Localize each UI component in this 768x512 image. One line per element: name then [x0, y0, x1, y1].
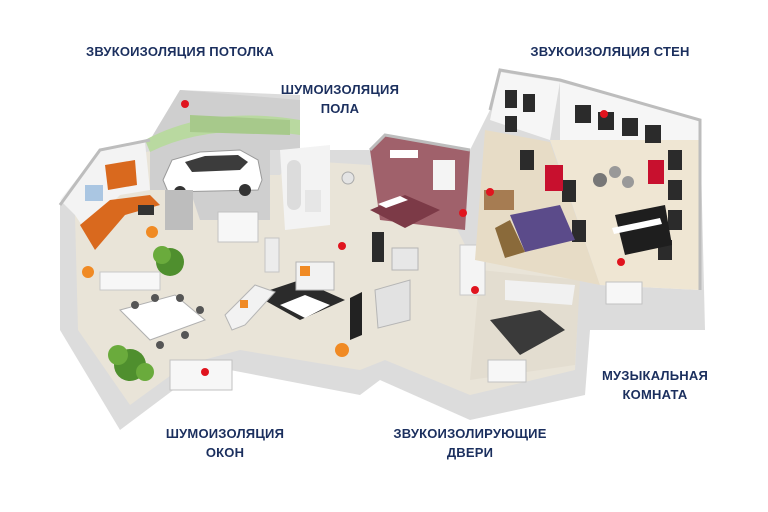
label-walls-line-1: ЗВУКОИЗОЛЯЦИЯ СТЕН: [530, 44, 690, 59]
marker-ceiling: [181, 100, 189, 108]
label-floor-line-1: ШУМОИЗОЛЯЦИЯ: [280, 82, 400, 97]
drum-kit-icon: [593, 166, 634, 188]
marker-bedroom: [459, 209, 467, 217]
insulation-markers: [181, 100, 625, 376]
label-doors-line-1: ЗВУКОИЗОЛИРУЮЩИЕ: [393, 426, 547, 441]
label-doors-line-2: ДВЕРИ: [446, 445, 494, 460]
label-music-room: МУЗЫКАЛЬНАЯ КОМНАТА: [590, 366, 720, 404]
label-ceiling-insulation: ЗВУКОИЗОЛЯЦИЯ ПОТОЛКА: [80, 42, 280, 61]
second-bedroom: [459, 244, 580, 380]
label-windows-insulation: ШУМОИЗОЛЯЦИЯ ОКОН: [155, 424, 295, 462]
label-windows-line-2: ОКОН: [205, 445, 245, 460]
label-floor-insulation: ШУМОИЗОЛЯЦИЯ ПОЛА: [270, 80, 410, 118]
label-ceiling-line-1: ЗВУКОИЗОЛЯЦИЯ ПОТОЛКА: [85, 44, 275, 59]
piano-icon: [612, 205, 672, 255]
label-windows-line-1: ШУМОИЗОЛЯЦИЯ: [165, 426, 285, 441]
label-music-line-1: МУЗЫКАЛЬНАЯ: [601, 368, 709, 383]
marker-music-room: [617, 258, 625, 266]
dining-table-icon: [82, 226, 206, 349]
bed-icon: [370, 195, 440, 228]
marker-door: [471, 286, 479, 294]
label-walls-insulation: ЗВУКОИЗОЛЯЦИЯ СТЕН: [520, 42, 700, 61]
plant-icon: [108, 246, 184, 381]
bathroom: [280, 145, 419, 329]
music-room: [475, 72, 700, 290]
mixing-console-icon: [495, 205, 575, 258]
living-room: [224, 237, 362, 357]
kitchen: [60, 142, 193, 250]
label-music-line-2: КОМНАТА: [622, 387, 688, 402]
window-frames: [169, 211, 643, 391]
bedroom: [370, 135, 470, 230]
label-doors-insulation: ЗВУКОИЗОЛИРУЮЩИЕ ДВЕРИ: [385, 424, 555, 462]
label-floor-line-2: ПОЛА: [320, 101, 360, 116]
marker-wall-left: [486, 188, 494, 196]
marker-window: [201, 368, 209, 376]
sofa-icon: [224, 261, 335, 331]
marker-floor: [338, 242, 346, 250]
marker-wall-right: [600, 110, 608, 118]
